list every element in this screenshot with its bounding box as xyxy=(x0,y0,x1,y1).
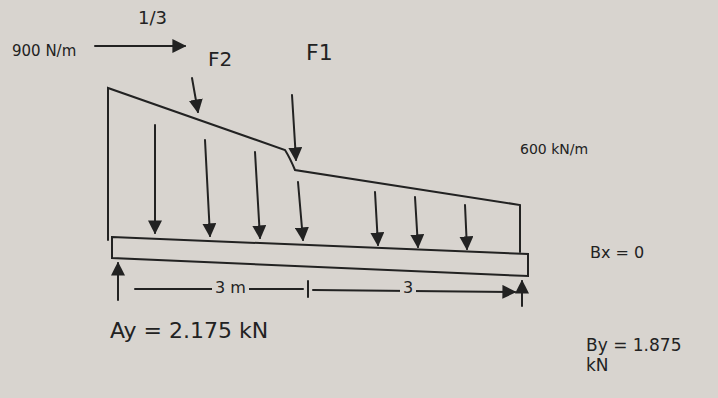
label-anchor: 900 N/m xyxy=(12,42,76,60)
dimension-value: 3 m xyxy=(212,279,249,297)
reaction-value: By = 1.875 kN xyxy=(586,336,698,375)
label-anchor: 600 kN/m xyxy=(520,140,588,158)
force-arrow xyxy=(192,78,198,112)
load-intensity: 900 N/m xyxy=(12,43,76,60)
distance-line xyxy=(95,45,185,47)
reaction-value: Ay = 2.175 kN xyxy=(110,318,268,343)
label-anchor: 3 m xyxy=(212,279,249,297)
label-anchor: F1 xyxy=(306,40,333,65)
label-anchor: F2 xyxy=(208,48,232,71)
label-anchor: 1/3 xyxy=(138,8,167,29)
load-arrows xyxy=(155,125,467,249)
beam xyxy=(112,237,528,276)
reaction-arrow xyxy=(117,263,119,300)
distance-fraction: 1/3 xyxy=(138,8,167,29)
label-anchor: 3 xyxy=(400,279,416,297)
label-anchor: By = 1.875 kN xyxy=(586,336,698,375)
force-arrow xyxy=(292,95,296,160)
label-anchor: Ay = 2.175 kN xyxy=(110,318,268,343)
force-name: F2 xyxy=(208,48,232,71)
load-intensity: 600 kN/m xyxy=(520,141,588,157)
force-name: F1 xyxy=(306,40,333,65)
dimension-value: 3 xyxy=(400,279,416,297)
reaction-value: Bx = 0 xyxy=(590,244,644,262)
dimension-tick xyxy=(307,281,309,297)
reaction-arrow xyxy=(521,281,523,306)
label-anchor: Bx = 0 xyxy=(590,244,644,262)
load-outline xyxy=(108,88,520,252)
